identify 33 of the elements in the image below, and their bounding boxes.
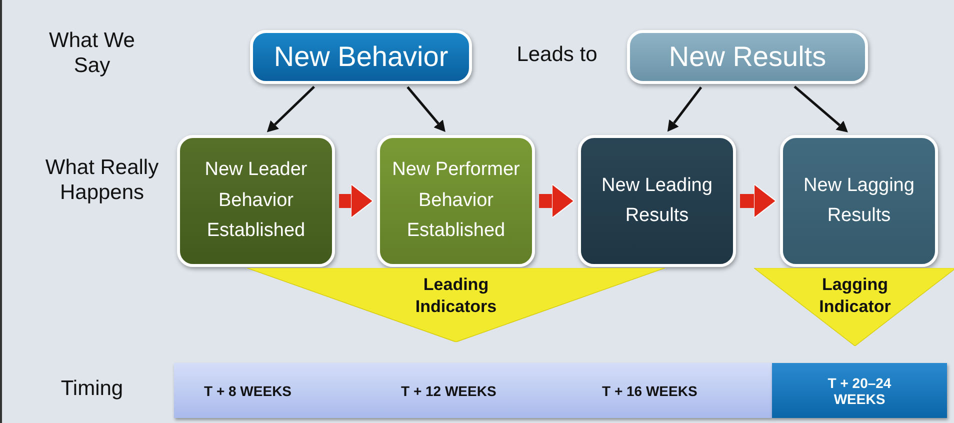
indicator-triangle <box>754 268 954 346</box>
row-label: What Really Happens <box>44 155 160 206</box>
block-arrow <box>539 184 574 218</box>
indicator-label: Leading Indicators <box>414 274 498 318</box>
block-arrow <box>740 184 776 218</box>
box-label: New Results <box>668 40 828 74</box>
arrow <box>266 86 315 132</box>
indicator-label: Lagging Indicator <box>818 274 892 318</box>
arrow <box>667 86 702 132</box>
block-arrow <box>339 184 374 218</box>
process-box <box>177 135 335 267</box>
box-label: New Leading Results <box>600 174 714 228</box>
process-box <box>780 135 938 267</box>
box-label: New Performer Behavior Established <box>391 158 521 244</box>
timing-label: T + 12 WEEKS <box>401 383 496 399</box>
box-label: New Behavior <box>272 40 450 74</box>
row-label: Leads to <box>516 42 598 68</box>
timing-label: T + 20–24 WEEKS <box>826 374 892 406</box>
results-box <box>627 30 868 84</box>
row-label: What We Say <box>48 28 136 78</box>
box-label: New Lagging Results <box>802 174 916 228</box>
arrow <box>406 86 446 132</box>
process-box <box>578 135 736 267</box>
process-box <box>377 135 535 267</box>
row-label: Timing <box>60 376 124 402</box>
timing-bar <box>772 363 947 418</box>
indicator-triangle <box>247 268 665 342</box>
timing-label: T + 16 WEEKS <box>602 383 698 399</box>
arrow <box>794 86 848 132</box>
box-label: New Leader Behavior Established <box>204 158 308 244</box>
timing-label: T + 8 WEEKS <box>204 383 292 399</box>
behavior-box <box>250 30 472 84</box>
timing-bar <box>174 363 772 418</box>
